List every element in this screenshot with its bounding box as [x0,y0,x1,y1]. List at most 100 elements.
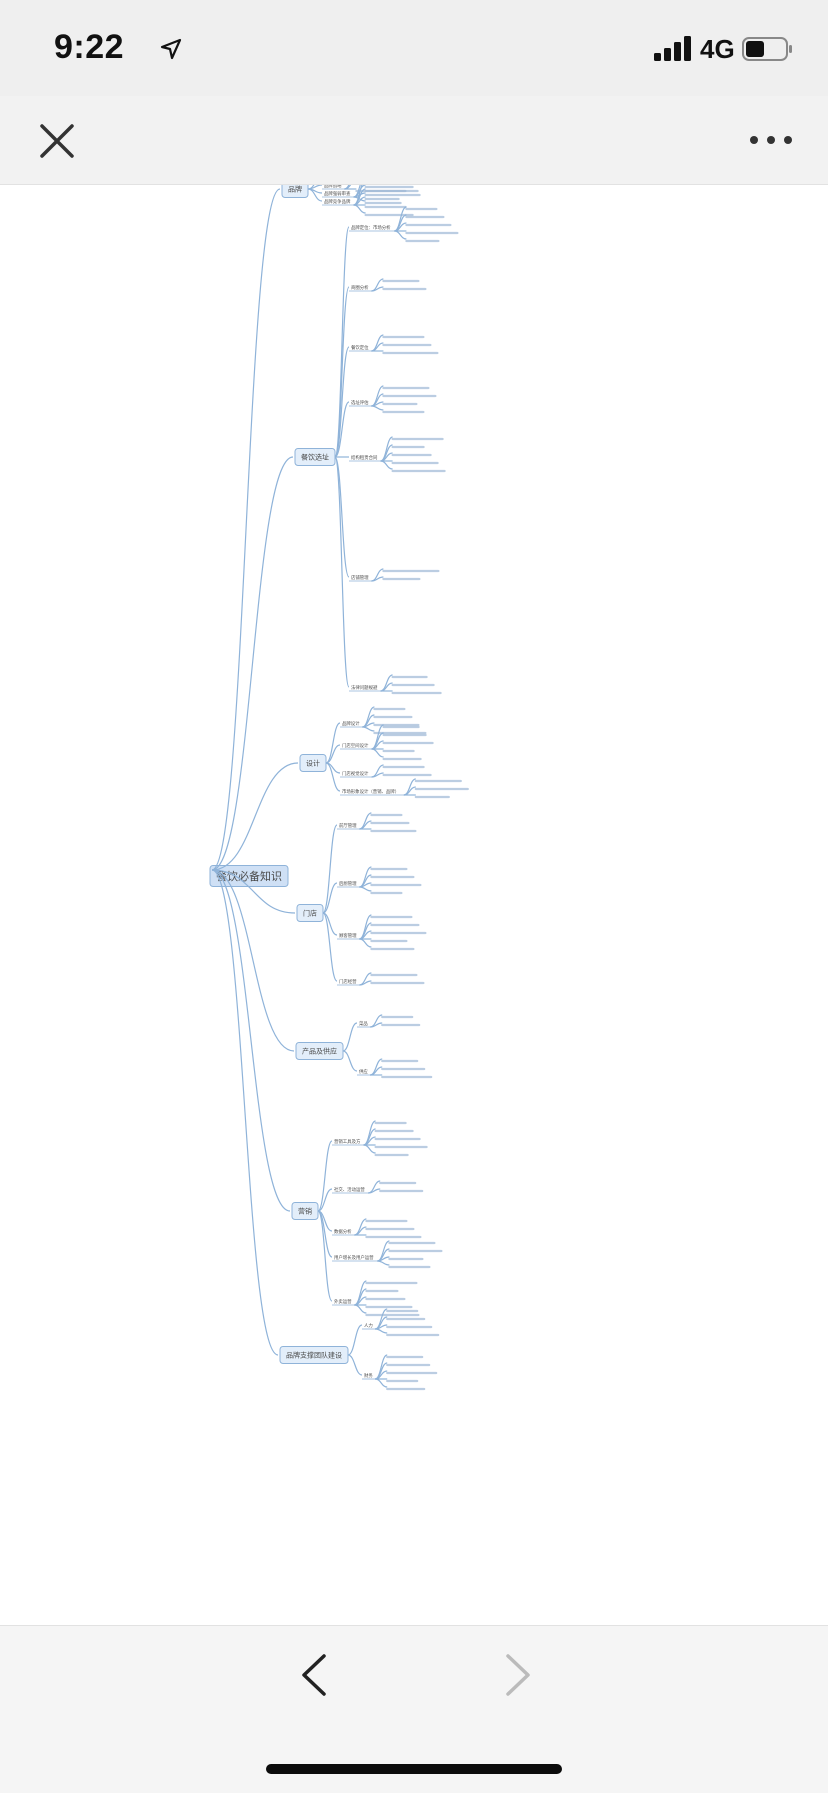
branch-connector [211,869,295,1052]
leaf-connector [322,912,338,982]
mindmap-branch: 设计 [306,759,320,768]
leaf-connector [334,346,350,458]
leaf-connector [307,188,323,202]
nav-bar [0,96,828,185]
leaf-connector [334,226,350,458]
detail-connector [353,196,366,202]
detail-connector [344,185,352,190]
mindmap-leaf: 数据分析 [334,1228,352,1235]
signal-bars-icon [654,36,691,61]
detail-connector [380,460,393,470]
status-time: 9:22 [54,28,125,66]
branch-connector [211,762,299,871]
mindmap-leaf: 外卖运营 [334,1298,352,1305]
branch-connector [211,188,281,871]
leaf-connector [342,1050,358,1072]
detail-connector [377,1256,390,1262]
leaf-connector [342,1022,358,1052]
leaf-connector [325,722,341,764]
detail-connector [363,1144,376,1154]
mindmap-leaf: 餐饮定位 [351,344,369,351]
mindmap-image-container[interactable]: 餐饮必备知识品牌品牌创业模式品牌战略品牌强弱审查品牌竞争品牌餐饮选址品牌定位：市… [0,185,828,1625]
mindmap-branch: 餐饮选址 [301,453,329,462]
mindmap-leaf: 品牌设计 [342,720,360,727]
leaf-connector [317,1140,333,1212]
mindmap-leaf: 法律问题规避 [351,684,378,691]
detail-connector [362,722,375,728]
mindmap-leaf: 人力 [364,1322,373,1329]
detail-connector [377,1240,390,1262]
mindmap-image: 餐饮必备知识品牌品牌创业模式品牌战略品牌强弱审查品牌竞争品牌餐饮选址品牌定位：市… [209,185,469,1391]
mindmap-leaf: 品牌强弱审查 [324,190,351,197]
detail-connector [375,1328,388,1334]
leaf-connector [317,1210,333,1302]
detail-connector [371,405,384,411]
leaf-connector [334,456,350,688]
detail-connector [371,286,384,292]
detail-connector [370,1022,383,1028]
detail-connector [354,1304,367,1314]
detail-connector [394,230,407,240]
leaf-connector [325,744,341,764]
detail-connector [371,576,384,582]
detail-connector [359,938,372,948]
leaf-connector [317,1188,333,1212]
location-arrow-icon [160,38,182,60]
mindmap-leaf: 顾客管理 [339,932,357,939]
branch-connector [211,869,296,914]
mindmap-branch: 产品及供应 [302,1047,337,1056]
mindmap-leaf: 门店空间设计 [342,742,369,749]
detail-connector [368,1188,381,1194]
detail-connector [362,726,375,732]
mindmap-leaf: 后厨管理 [339,880,357,887]
close-icon[interactable] [38,122,78,162]
detail-connector [375,1378,388,1388]
leaf-connector [334,456,350,578]
mindmap-leaf: 财务 [364,1372,373,1379]
detail-connector [374,1308,388,1330]
leaf-connector [325,762,341,792]
detail-connector [371,401,384,407]
detail-connector [353,204,366,214]
mindmap-leaf: 品牌定位：市场分析 [351,224,391,231]
leaf-connector [347,1354,363,1376]
leaf-connector [322,824,338,914]
mindmap-leaf: 供应 [359,1068,368,1075]
mindmap-leaf: 营销工具及方 [334,1138,361,1145]
mindmap-leaf: 店铺管理 [351,574,369,581]
mindmap-branch: 门店 [303,909,317,918]
detail-connector [359,882,372,888]
chevron-left-icon[interactable] [296,1652,332,1698]
detail-connector [371,748,384,758]
battery-icon [742,37,792,61]
detail-connector [359,866,372,888]
leaf-connector [307,185,323,190]
mindmap-leaf: 商圈分析 [351,284,369,291]
mindmap-branch: 品牌支撑团队建设 [286,1351,342,1360]
detail-connector [377,1260,390,1266]
branch-connector [211,869,291,1212]
detail-connector [359,980,372,986]
mindmap-leaf: 菜品 [359,1020,368,1027]
more-icon[interactable] [746,130,796,150]
chevron-right-icon[interactable] [500,1652,536,1698]
detail-connector [359,886,372,892]
mindmap-leaf: 结构租赁合同 [351,454,378,461]
mindmap-branch: 品牌 [288,185,302,194]
mindmap-leaf: 门店经营 [339,978,357,985]
branch-connector [211,869,279,1356]
leaf-connector [322,882,338,914]
mindmap-leaf: 用户增长及用户运营 [334,1254,374,1261]
mindmap-root: 餐饮必备知识 [216,869,282,883]
network-type: 4G [700,34,735,64]
mindmap-branch: 营销 [298,1207,312,1216]
detail-connector [371,385,384,407]
detail-connector [371,772,384,778]
detail-connector [375,1324,388,1330]
leaf-connector [334,401,350,458]
mindmap-leaf: 社交、活动运营 [334,1186,365,1193]
mindmap-leaf: 前厅管理 [339,822,357,829]
mindmap-leaf: 市场形象设计（营销、品牌） [342,788,399,795]
branch-connector [211,456,294,871]
mindmap-leaf: 选址评估 [351,399,369,406]
